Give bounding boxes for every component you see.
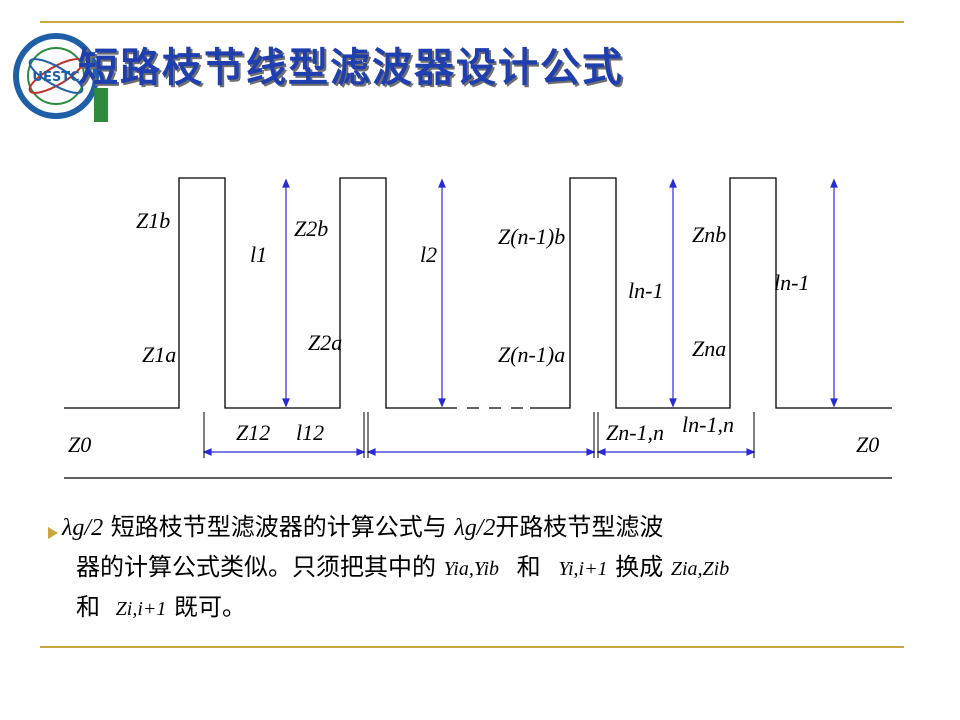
top-rule: [40, 21, 904, 23]
body-line-1-text: 短路枝节型滤波器的计算公式与: [110, 513, 447, 541]
dimension-lines: [202, 178, 838, 456]
main-line: [64, 177, 445, 409]
body-line-1: λg/2 短路枝节型滤波器的计算公式与 λg/2开路枝节型滤波: [62, 510, 663, 545]
page-title: 短路枝节线型滤波器设计公式: [78, 45, 624, 91]
body-line-2-and: 和: [516, 553, 541, 581]
label-z1b: Z1b: [136, 208, 170, 233]
label-z2b: Z2b: [294, 216, 328, 241]
body-line-2-text-2: 换成: [615, 553, 664, 581]
logo-text: UESTC: [32, 70, 79, 85]
body-line-1-text-2: 开路枝节型滤波: [495, 513, 664, 541]
label-zna: Zna: [692, 336, 726, 361]
main-line-right: [530, 177, 892, 409]
label-zn1a: Z(n-1)a: [498, 342, 565, 367]
label-z0-left: Z0: [68, 432, 91, 457]
y-admittance-symbols: Yia,Yib: [443, 558, 500, 580]
z-impedance-symbols: Zia,Zib: [670, 558, 730, 580]
label-z2a: Z2a: [308, 330, 342, 355]
label-l12: l12: [296, 420, 324, 445]
university-logo: UESTC: [13, 33, 108, 122]
label-ln1-right: ln-1: [774, 270, 809, 295]
label-znb: Znb: [692, 222, 726, 247]
body-line-3: 和 Zi,i+1 既可。: [76, 590, 246, 626]
bullet-marker: [48, 527, 58, 539]
label-z1a: Z1a: [142, 342, 176, 367]
label-l2: l2: [420, 242, 437, 267]
body-line-3-and: 和: [76, 593, 100, 621]
label-z12: Z12: [236, 420, 270, 445]
lambda-g-half-symbol: λg/2: [62, 515, 104, 541]
label-l1: l1: [250, 242, 267, 267]
circuit-outline: [64, 177, 892, 479]
label-zn1n: Zn-1,n: [606, 420, 664, 445]
bottom-rule: [40, 646, 904, 648]
label-ln1n: ln-1,n: [682, 412, 734, 437]
body-line-2: 器的计算公式类似。只须把其中的 Yia,Yib 和 Yi,i+1 换成 Zia,…: [76, 550, 729, 586]
dimension-ticks: [203, 412, 755, 458]
body-line-3-text: 既可。: [174, 593, 247, 621]
lambda-g-half-symbol-2: λg/2: [454, 515, 496, 541]
label-zn1b: Z(n-1)b: [498, 224, 565, 249]
z-coupling-symbol: Zi,i+1: [115, 598, 167, 620]
y-coupling-symbol: Yi,i+1: [558, 558, 608, 580]
body-line-2-text: 器的计算公式类似。只须把其中的: [76, 553, 436, 581]
label-ln1-left: ln-1: [628, 278, 663, 303]
label-z0-right: Z0: [856, 432, 879, 457]
